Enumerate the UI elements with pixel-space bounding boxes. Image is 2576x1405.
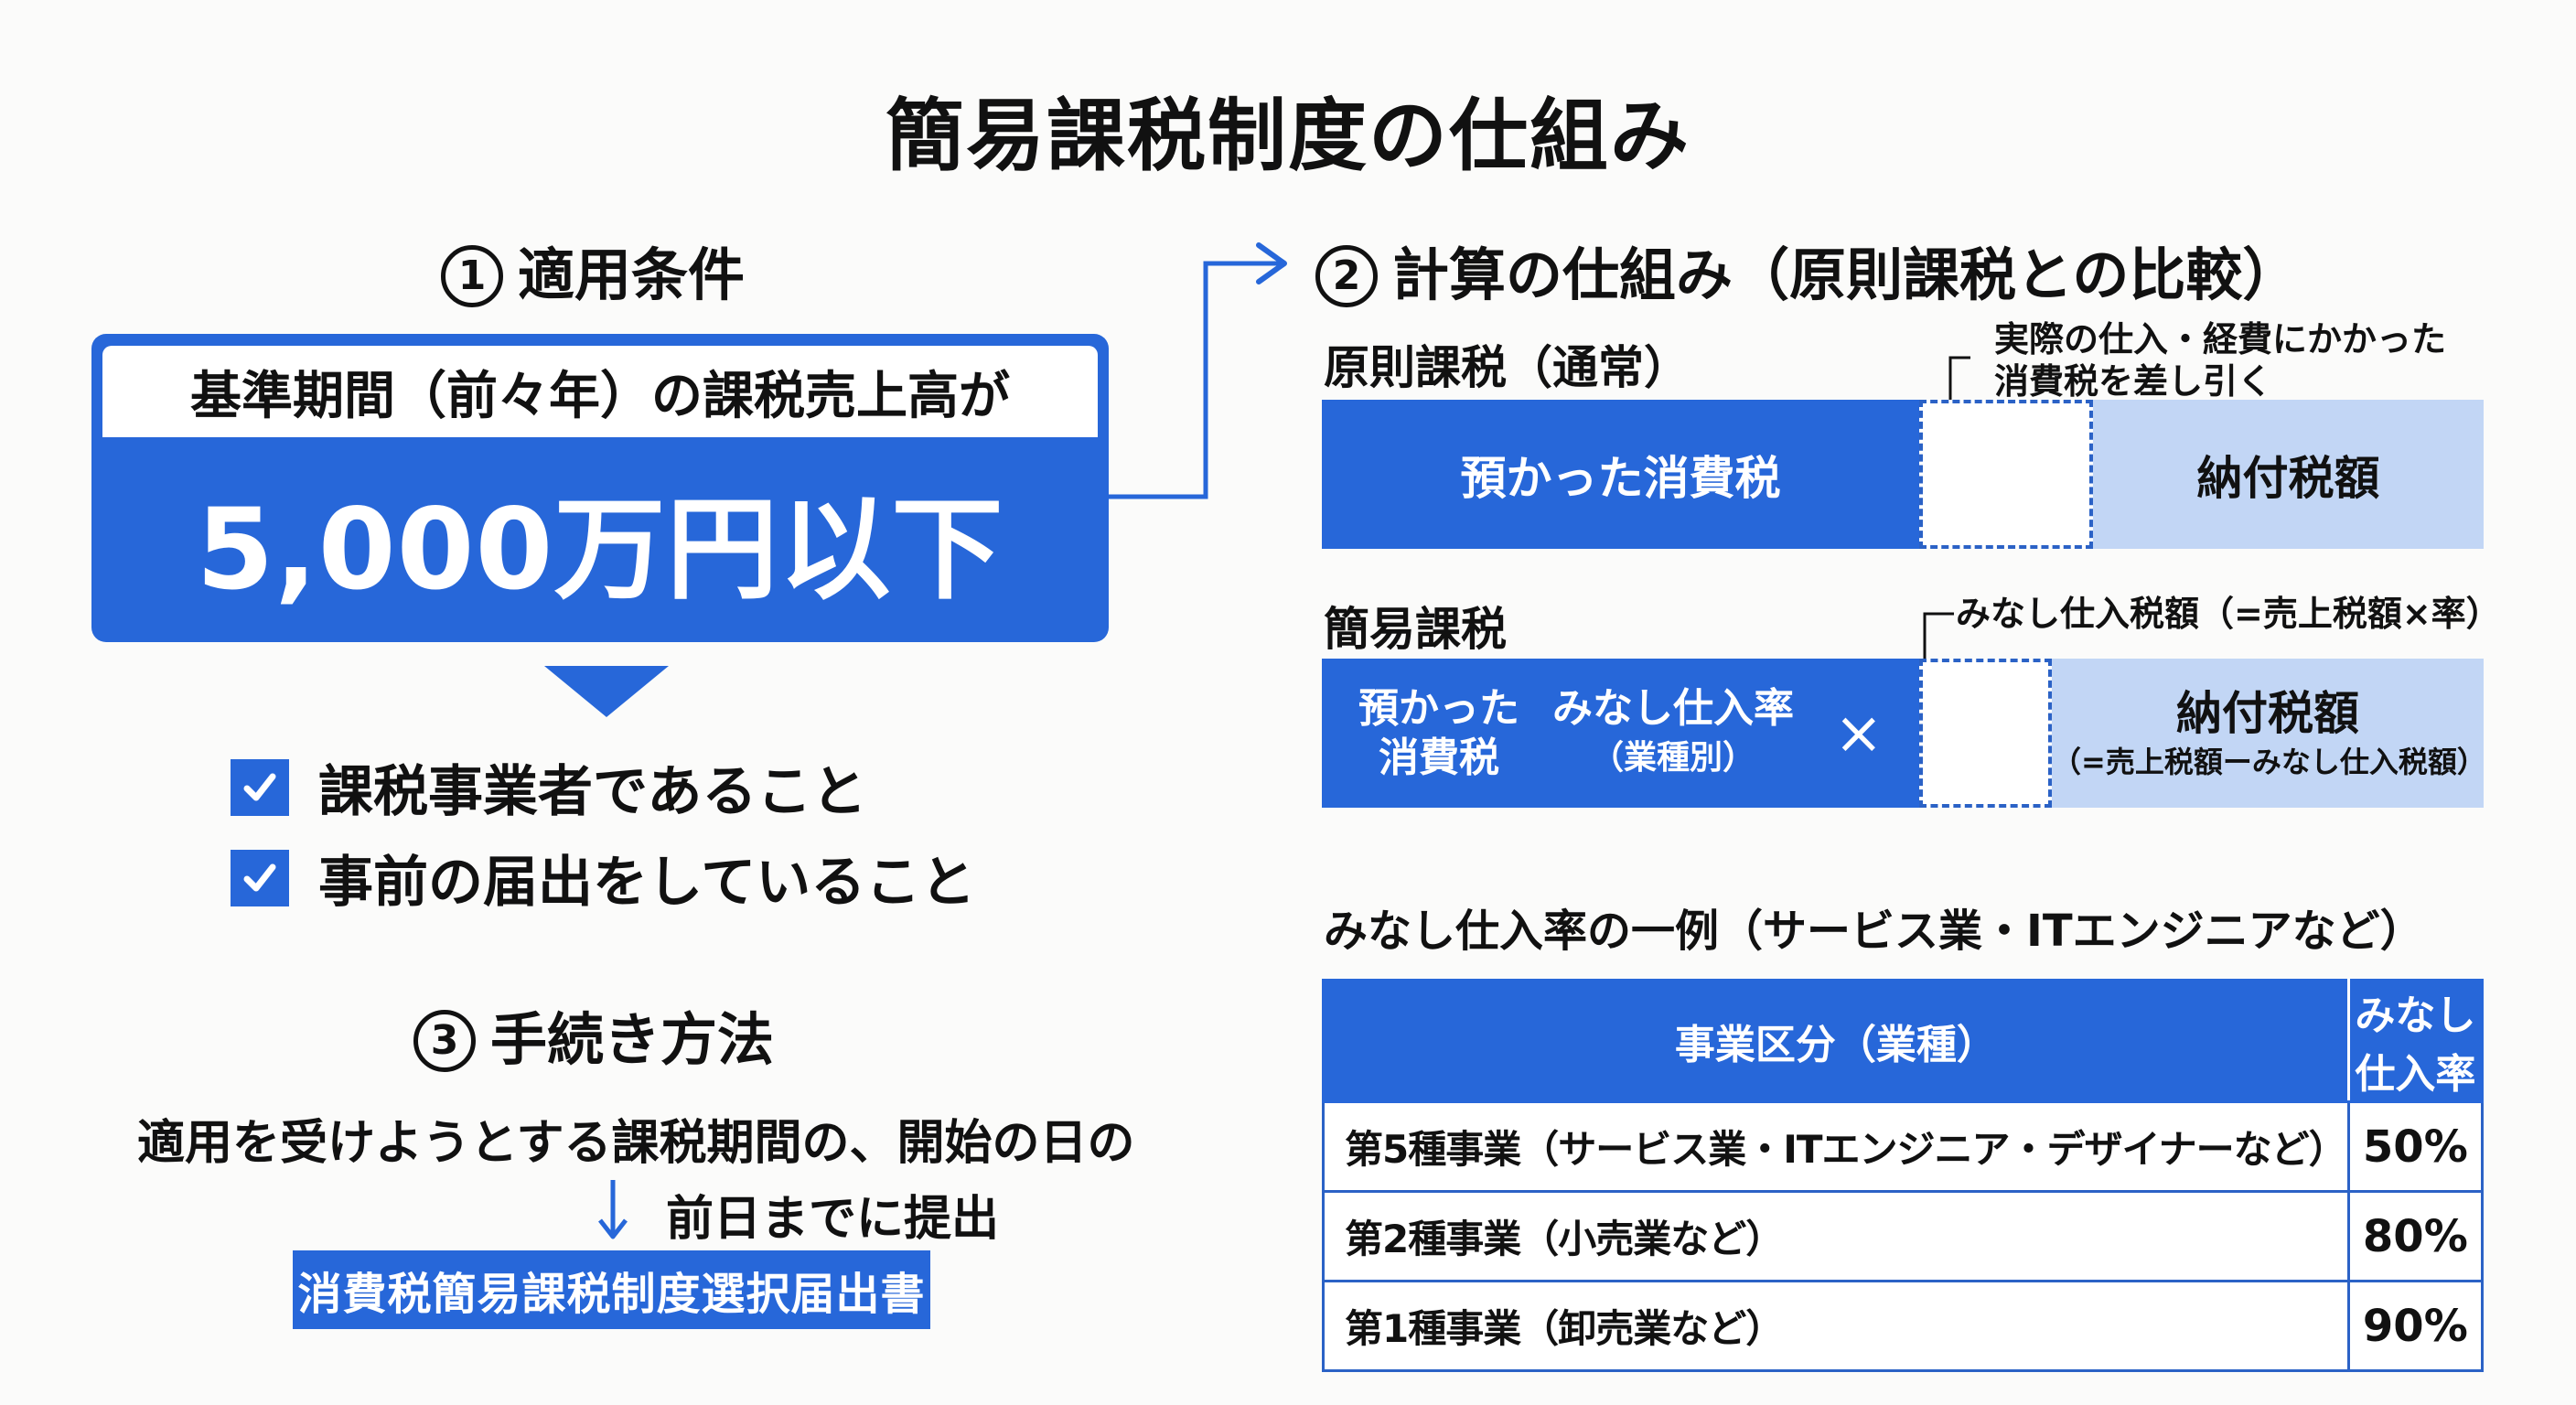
principle-annotation: 実際の仕入・経費にかかった 消費税を差し引く (1994, 318, 2446, 402)
collected-tax-segment: 預かった消費税 (1322, 400, 1919, 549)
section-2-title: 計算の仕組み（原則課税との比較） (1392, 241, 2300, 308)
procedure-line-2: 前日までに提出 (666, 1192, 1000, 1247)
rates-table-heading: みなし仕入率の一例（サービス業・ITエンジニアなど） (1324, 906, 2424, 957)
collected-tax-line: 消費税 (1379, 734, 1499, 781)
column-header-category: 事業区分（業種） (1322, 979, 2350, 1103)
principle-tax-label: 原則課税（通常） (1324, 341, 1690, 394)
page-title: 簡易課税制度の仕組み (886, 91, 1690, 182)
annotation-line: 消費税を差し引く (1994, 361, 2273, 402)
rate-cell: 80% (2346, 1190, 2485, 1282)
deduction-segment (1919, 400, 2093, 549)
simplified-annotation: みなし仕入税額（=売上税額×率） (1956, 594, 2501, 634)
circled-number-2-icon: 2 (1315, 245, 1378, 307)
form-name-badge: 消費税簡易課税制度選択届出書 (293, 1250, 930, 1329)
multiply-icon: × (1834, 699, 1884, 767)
deemed-rate-line: （業種別） (1590, 738, 1755, 777)
condition-item: 課税事業者であること (231, 747, 866, 827)
category-cell: 第1種事業（卸売業など） (1322, 1280, 2350, 1372)
annotation-line: 実際の仕入・経費にかかった (1994, 319, 2447, 359)
section-1-title: 適用条件 (518, 241, 746, 308)
payment-segment: 納付税額 （=売上税額ーみなし仕入税額） (2052, 659, 2486, 808)
rate-cell: 50% (2346, 1100, 2485, 1193)
table-row: 第2種事業（小売業など） 80% (1322, 1190, 2485, 1282)
deemed-rate-line: みなし仕入率 (1552, 684, 1794, 732)
section-3-title: 手続き方法 (490, 1006, 775, 1073)
down-triangle-icon (544, 666, 669, 717)
threshold-value: 5,000万円以下 (196, 484, 1004, 615)
principle-tax-bar: 預かった消費税 納付税額 (1322, 400, 2484, 549)
bracket-line-icon (1948, 356, 1970, 401)
checkbox-checked-icon (231, 758, 289, 816)
deemed-deduction-segment (1919, 659, 2052, 808)
column-header-rate: みなし仕入率 (2346, 979, 2485, 1103)
circled-number-3-icon: 3 (413, 1010, 476, 1072)
collected-tax-segment: 預かった 消費税 みなし仕入率 （業種別） × (1322, 659, 1919, 808)
payment-label: 納付税額 (2196, 451, 2380, 505)
condition-label: 事前の届出をしていること (318, 851, 976, 915)
payment-segment: 納付税額 (2093, 400, 2484, 549)
connector-arrow-icon (1109, 242, 1287, 499)
table-row: 第1種事業（卸売業など） 90% (1322, 1280, 2485, 1372)
rate-cell: 90% (2346, 1280, 2485, 1372)
simplified-tax-label: 簡易課税 (1324, 603, 1507, 656)
table-row: 第5種事業（サービス業・ITエンジニア・デザイナーなど） 50% (1322, 1100, 2485, 1193)
threshold-caption: 基準期間（前々年）の課税売上高が (102, 346, 1098, 437)
sales-threshold-box: 基準期間（前々年）の課税売上高が 5,000万円以下 (91, 334, 1109, 642)
payment-label: 納付税額 (2176, 686, 2359, 740)
category-cell: 第5種事業（サービス業・ITエンジニア・デザイナーなど） (1322, 1100, 2350, 1193)
condition-item: 事前の届出をしていること (231, 838, 975, 917)
simplified-tax-bar: 預かった 消費税 みなし仕入率 （業種別） × 納付税額 （=売上税額ーみなし仕… (1322, 659, 2486, 808)
checkbox-checked-icon (231, 849, 289, 906)
table-header-row: 事業区分（業種） みなし仕入率 (1322, 979, 2485, 1103)
payment-formula: （=売上税額ーみなし仕入税額） (2052, 744, 2486, 779)
deemed-rate-text: みなし仕入率 （業種別） (1536, 684, 1810, 783)
down-arrow-icon (598, 1180, 628, 1239)
procedure-line-1: 適用を受けようとする課税期間の、開始の日の (137, 1116, 1135, 1171)
bracket-line-icon (1923, 612, 1954, 660)
collected-tax-text: 預かった 消費税 (1347, 684, 1530, 783)
circled-number-1-icon: 1 (441, 245, 503, 307)
category-cell: 第2種事業（小売業など） (1322, 1190, 2350, 1282)
deemed-rate-table: 事業区分（業種） みなし仕入率 第5種事業（サービス業・ITエンジニア・デザイナ… (1322, 979, 2485, 1372)
collected-tax-line: 預かった (1358, 684, 1519, 732)
condition-label: 課税事業者であること (318, 760, 867, 824)
